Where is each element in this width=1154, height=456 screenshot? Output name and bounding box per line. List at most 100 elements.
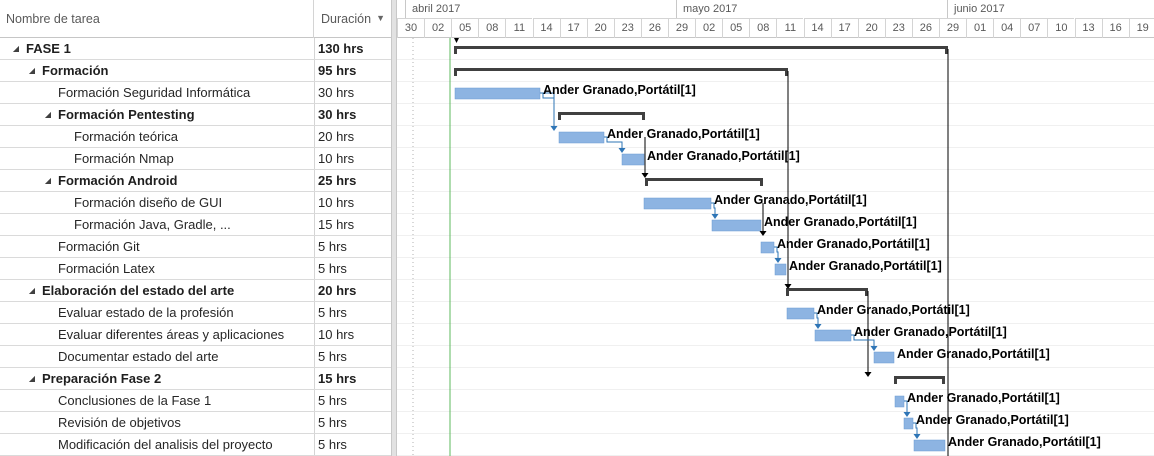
column-header-duration[interactable]: Duración ▼ [315, 0, 391, 38]
timescale-day: 16 [1101, 18, 1129, 38]
timescale-day: 17 [559, 18, 587, 38]
collapse-toggle-icon[interactable]: ◢ [12, 44, 20, 53]
task-duration[interactable]: 5 hrs [318, 239, 347, 254]
task-duration[interactable]: 10 hrs [318, 327, 355, 342]
task-duration[interactable]: 5 hrs [318, 437, 347, 452]
dependency-arrow [711, 214, 719, 219]
summary-bar-end-cap [865, 288, 868, 296]
task-name: Formación diseño de GUI [74, 195, 223, 210]
summary-task-row[interactable]: ◢ Formación Android 25 hrs [0, 170, 391, 192]
dependency-link [774, 246, 779, 259]
collapse-toggle-icon[interactable]: ◢ [28, 286, 36, 295]
column-header-task-name-label: Nombre de tarea [6, 12, 100, 26]
task-name-cell[interactable]: Formación Latex [0, 258, 315, 279]
task-name-cell[interactable]: ◢FASE 1 [0, 38, 315, 59]
task-table-header: Nombre de tarea Duración ▼ [0, 0, 391, 38]
task-name-cell[interactable]: Formación Seguridad Informática [0, 82, 315, 103]
task-name-cell[interactable]: Formación Git [0, 236, 315, 257]
task-row[interactable]: Formación Java, Gradle, ...15 hrs [0, 214, 391, 236]
task-name-cell[interactable]: Formación Nmap [0, 148, 315, 169]
task-duration[interactable]: 5 hrs [318, 349, 347, 364]
task-duration[interactable]: 10 hrs [318, 151, 355, 166]
view-splitter[interactable] [391, 0, 397, 456]
task-name-cell[interactable]: ◢Formación [0, 60, 315, 81]
timescale-day: 04 [993, 18, 1021, 38]
task-duration[interactable]: 5 hrs [318, 415, 347, 430]
task-name-cell[interactable]: Modificación del analisis del proyecto [0, 434, 315, 455]
resource-label: Ander Granado,Portátil[1] [714, 193, 867, 207]
task-duration[interactable]: 20 hrs [318, 283, 357, 298]
timescale-day: 17 [830, 18, 858, 38]
dependency-link [814, 312, 819, 325]
task-name-cell[interactable]: Evaluar diferentes áreas y aplicaciones [0, 324, 315, 345]
timescale-day: 29 [939, 18, 966, 38]
summary-task-row[interactable]: ◢ Preparación Fase 2 15 hrs [0, 368, 391, 390]
task-duration[interactable]: 5 hrs [318, 393, 347, 408]
resource-label: Ander Granado,Portátil[1] [897, 347, 1050, 361]
collapse-toggle-icon[interactable]: ◢ [44, 110, 52, 119]
summary-bar-end-cap [785, 68, 788, 76]
task-name-cell[interactable]: Formación teórica [0, 126, 315, 147]
task-duration[interactable]: 95 hrs [318, 63, 357, 78]
task-duration[interactable]: 5 hrs [318, 261, 347, 276]
dependency-arrow [814, 324, 822, 329]
task-name-cell[interactable]: Documentar estado del arte [0, 346, 315, 367]
task-duration[interactable]: 5 hrs [318, 305, 347, 320]
task-name: Preparación Fase 2 [42, 371, 162, 386]
resource-label: Ander Granado,Portátil[1] [764, 215, 917, 229]
task-duration[interactable]: 10 hrs [318, 195, 355, 210]
resource-label: Ander Granado,Portátil[1] [948, 435, 1101, 449]
task-name-cell[interactable]: Revisión de objetivos [0, 412, 315, 433]
task-duration[interactable]: 30 hrs [318, 107, 357, 122]
column-header-task-name[interactable]: Nombre de tarea [0, 0, 314, 38]
timescale-day: 05 [451, 18, 479, 38]
task-duration[interactable]: 30 hrs [318, 85, 355, 100]
task-name: Formación Android [58, 173, 178, 188]
task-duration[interactable]: 20 hrs [318, 129, 355, 144]
task-name-cell[interactable]: Formación diseño de GUI [0, 192, 315, 213]
task-name-cell[interactable]: Evaluar estado de la profesión [0, 302, 315, 323]
collapse-toggle-icon[interactable]: ◢ [28, 66, 36, 75]
task-name-cell[interactable]: ◢Formación Pentesting [0, 104, 315, 125]
bar-labels: Ander Granado,Portátil[1] Ander Granado,P… [397, 38, 1154, 456]
task-duration[interactable]: 15 hrs [318, 217, 355, 232]
collapse-toggle-icon[interactable]: ◢ [28, 374, 36, 383]
task-name-cell[interactable]: Formación Java, Gradle, ... [0, 214, 315, 235]
task-duration[interactable]: 15 hrs [318, 371, 357, 386]
column-filter-dropdown-icon[interactable]: ▼ [376, 13, 385, 23]
task-name-cell[interactable]: ◢Elaboración del estado del arte [0, 280, 315, 301]
dependency-arrow [870, 346, 878, 351]
task-name-cell[interactable]: Conclusiones de la Fase 1 [0, 390, 315, 411]
timescale-day: 13 [1074, 18, 1102, 38]
summary-bar-start-cap [894, 376, 897, 384]
task-duration[interactable]: 25 hrs [318, 173, 357, 188]
dependency-arrow [913, 434, 921, 439]
resource-label: Ander Granado,Portátil[1] [916, 413, 1069, 427]
task-row[interactable]: Formación diseño de GUI 10 hrs [0, 192, 391, 214]
collapse-toggle-icon[interactable]: ◢ [44, 176, 52, 185]
task-duration[interactable]: 130 hrs [318, 41, 364, 56]
task-name-cell[interactable]: ◢ Preparación Fase 2 [0, 368, 315, 389]
gantt-bars-canvas [397, 38, 1154, 456]
summary-bar [454, 46, 948, 49]
timescale-day: 23 [884, 18, 912, 38]
task-name-cell[interactable]: ◢ Formación Android [0, 170, 315, 191]
timescale-day: 29 [668, 18, 695, 38]
link-arrow [784, 284, 792, 289]
